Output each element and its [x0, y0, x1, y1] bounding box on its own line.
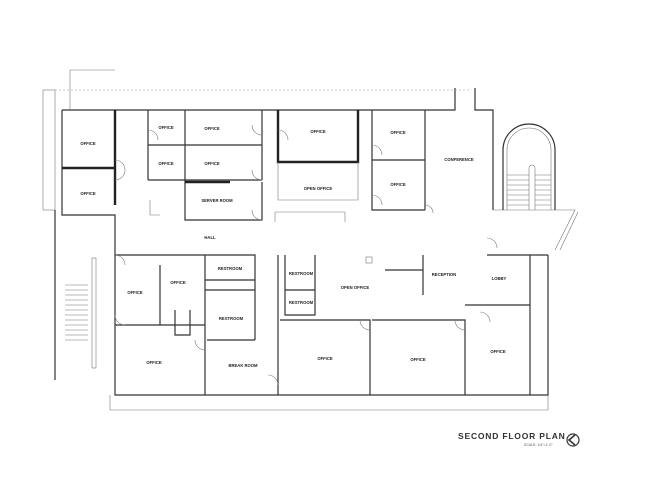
room-label: OFFICE: [490, 349, 506, 354]
room-label: RESTROOM: [218, 266, 243, 271]
room-label: CONFERENCE: [444, 157, 474, 162]
room-label: HALL: [204, 235, 216, 240]
room-label: OFFICE: [158, 161, 174, 166]
plan-title: SECOND FLOOR PLAN: [458, 431, 566, 441]
room-label: OPEN OFFICE: [341, 285, 370, 290]
room-label: SERVER ROOM: [201, 198, 233, 203]
room-label: BREAK ROOM: [228, 363, 258, 368]
room-label: OFFICE: [204, 126, 220, 131]
room-label: OFFICE: [390, 130, 406, 135]
room-label: OFFICE: [390, 182, 406, 187]
room-label: OFFICE: [80, 141, 96, 146]
lower-interior-walls: [115, 254, 530, 395]
north-arrow-icon: [566, 433, 580, 447]
room-label: OFFICE: [158, 125, 174, 130]
room-label: RECEPTION: [432, 272, 456, 277]
exterior-walls: [42, 69, 579, 411]
door-swings: [114, 124, 498, 386]
room-label: RESTROOM: [289, 271, 314, 276]
room-label: LOBBY: [492, 276, 507, 281]
room-label: OFFICE: [204, 161, 220, 166]
room-label: OFFICE: [317, 356, 333, 361]
room-label: RESTROOM: [219, 316, 244, 321]
room-label: OFFICE: [410, 357, 426, 362]
room-label: OFFICE: [80, 191, 96, 196]
room-label: OFFICE: [146, 360, 162, 365]
plan-scale: SCALE: 1/4"=1'-0": [524, 443, 553, 447]
room-label: OPEN OFFICE: [304, 186, 333, 191]
upper-interior-walls: [62, 110, 426, 222]
room-label: OFFICE: [170, 280, 186, 285]
room-label: OFFICE: [127, 290, 143, 295]
room-label: OFFICE: [310, 129, 326, 134]
stair-tower: [65, 123, 556, 341]
room-label: RESTROOM: [289, 300, 314, 305]
room-labels: OFFICE OFFICE OFFICE OFFICE OFFICE OFFIC…: [80, 125, 506, 368]
